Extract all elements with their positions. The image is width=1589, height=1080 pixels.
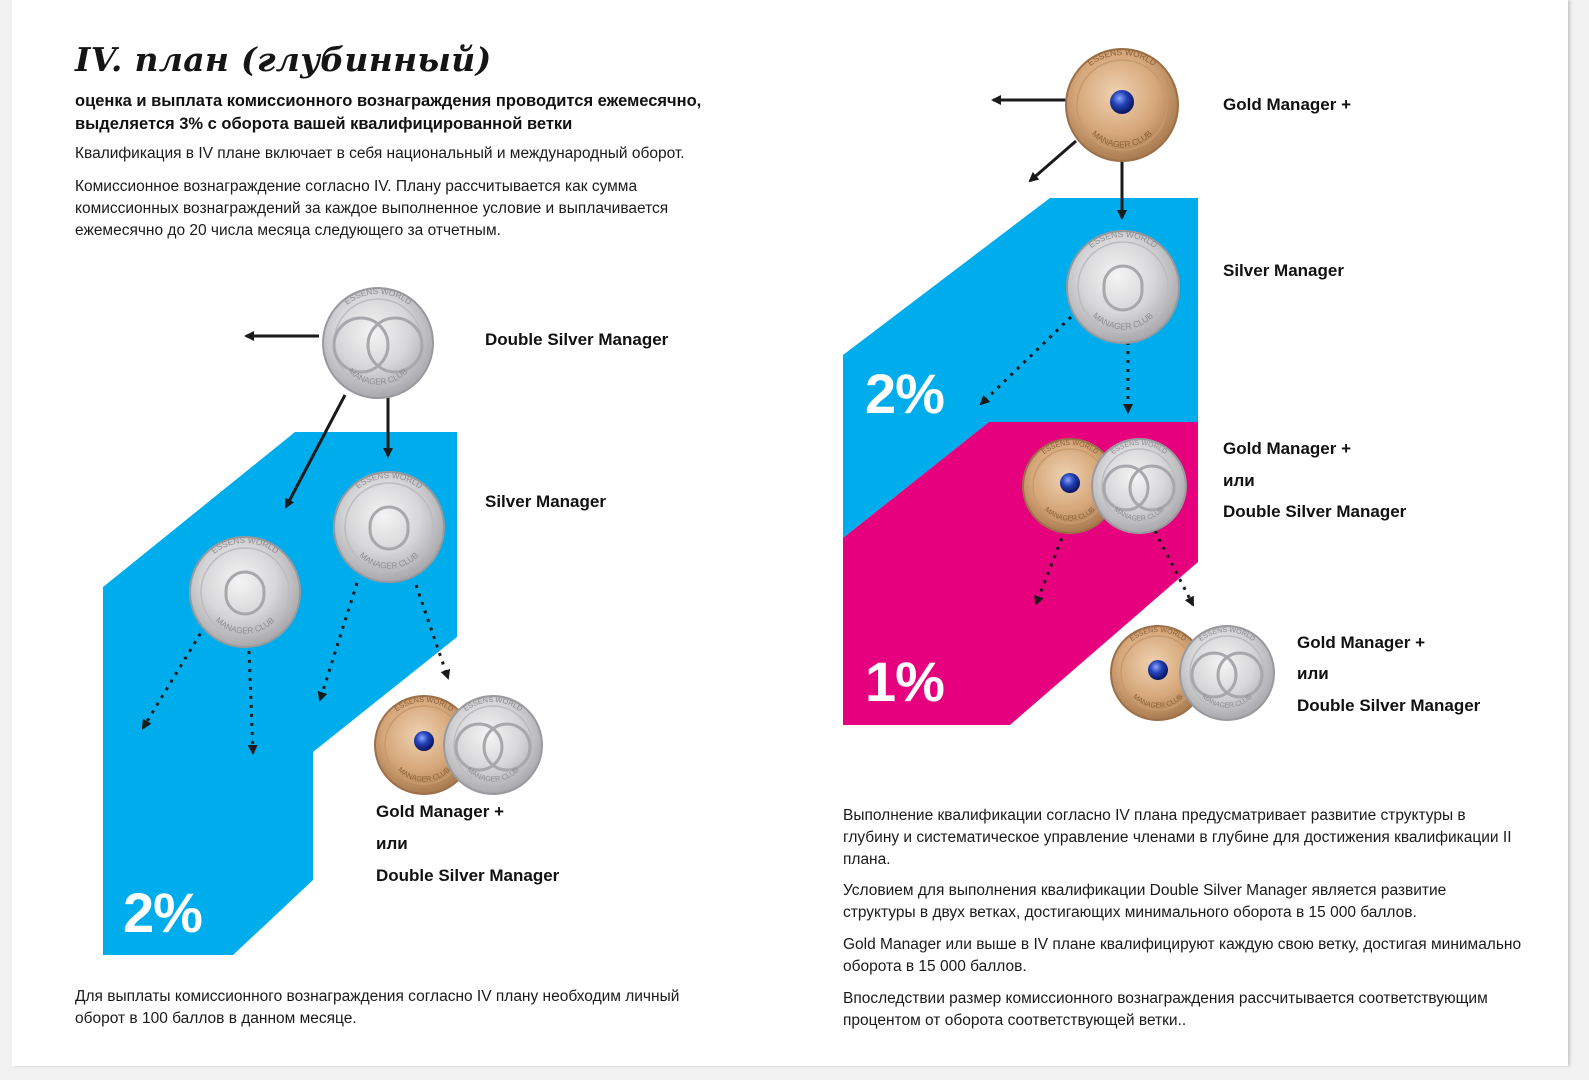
right-label-double-silver-third: Double Silver Manager: [1223, 502, 1407, 521]
right-label-gold-bottom: Gold Manager +: [1297, 633, 1425, 652]
left-dotted-4: [414, 584, 451, 680]
left-label-silver: Silver Manager: [485, 492, 606, 511]
right-paragraph-1: Выполнение квалификации согласно IV план…: [843, 807, 1512, 868]
right-arrow-diag: [1028, 139, 1077, 183]
right-paragraph-4: Впоследствии размер комиссионного вознаг…: [843, 990, 1488, 1029]
intro-paragraph-1: Квалификация в IV плане включает в себя …: [75, 145, 685, 162]
page-title: IV. план (глубинный): [75, 40, 492, 79]
left-percent: 2%: [123, 881, 203, 944]
intro-paragraph-2: Комиссионное вознаграждение согласно IV.…: [75, 178, 669, 239]
left-label-double-silver: Double Silver Manager: [485, 330, 669, 349]
subtitle: оценка и выплата комиссионного вознаграж…: [75, 92, 702, 133]
right-percent-blue: 2%: [865, 362, 945, 425]
right-dotted-1: [979, 315, 1073, 406]
right-paragraph-2: Условием для выполнения квалификации Dou…: [843, 882, 1447, 921]
right-label-gold-third: Gold Manager +: [1223, 439, 1351, 458]
right-percent-pink: 1%: [865, 650, 945, 713]
left-label-or: или: [376, 834, 408, 853]
right-label-silver: Silver Manager: [1223, 261, 1344, 280]
left-dotted-3: [317, 582, 359, 702]
left-arrow-diag: [284, 394, 347, 509]
right-label-gold-top: Gold Manager +: [1223, 95, 1351, 114]
left-label-double-silver-bottom: Double Silver Manager: [376, 866, 560, 885]
right-label-or-bottom: или: [1297, 664, 1329, 683]
right-label-or-third: или: [1223, 471, 1255, 490]
left-label-gold-plus: Gold Manager +: [376, 802, 504, 821]
left-note: Для выплаты комиссионного вознаграждения…: [75, 988, 680, 1027]
left-dotted-1: [141, 625, 207, 730]
right-paragraph-3: Gold Manager или выше в IV плане квалифи…: [843, 936, 1522, 975]
right-label-double-silver-bottom: Double Silver Manager: [1297, 696, 1481, 715]
